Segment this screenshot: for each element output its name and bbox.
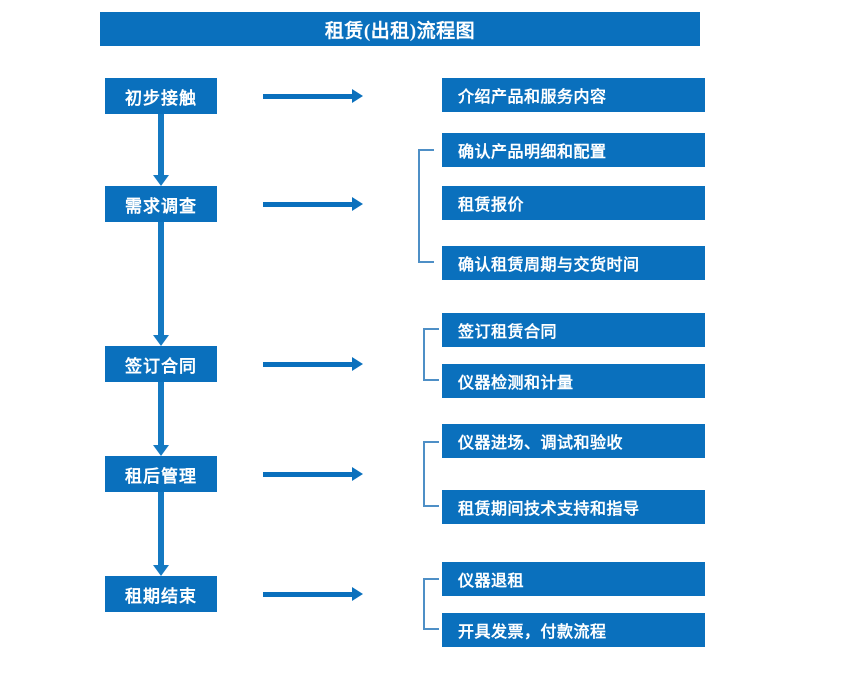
vertical-arrow-1	[153, 114, 169, 186]
horizontal-arrow-sign-contract	[263, 357, 363, 371]
diagram-title: 租赁(出租)流程图	[100, 12, 700, 46]
group-bracket-post-rental	[423, 441, 439, 507]
vertical-arrow-2	[153, 222, 169, 346]
task-box-return-instrument[interactable]: 仪器退租	[442, 562, 705, 596]
group-bracket-requirement-survey	[418, 149, 434, 263]
stage-box-sign-contract[interactable]: 签订合同	[105, 346, 217, 382]
stage-box-requirement-survey[interactable]: 需求调查	[105, 186, 217, 222]
stage-box-initial-contact[interactable]: 初步接触	[105, 78, 217, 114]
horizontal-arrow-initial-contact	[263, 89, 363, 103]
horizontal-arrow-requirement-survey	[263, 197, 363, 211]
task-box-instrument-test[interactable]: 仪器检测和计量	[442, 364, 705, 398]
task-box-tech-support[interactable]: 租赁期间技术支持和指导	[442, 490, 705, 524]
task-box-invoice-payment[interactable]: 开具发票，付款流程	[442, 613, 705, 647]
task-box-sign-lease[interactable]: 签订租赁合同	[442, 313, 705, 347]
group-bracket-lease-end	[423, 578, 439, 630]
vertical-arrow-3	[153, 382, 169, 456]
task-box-instrument-onsite[interactable]: 仪器进场、调试和验收	[442, 424, 705, 458]
horizontal-arrow-lease-end	[263, 587, 363, 601]
task-box-confirm-spec[interactable]: 确认产品明细和配置	[442, 133, 705, 167]
task-box-rental-quote[interactable]: 租赁报价	[442, 186, 705, 220]
vertical-arrow-4	[153, 492, 169, 576]
horizontal-arrow-post-rental	[263, 467, 363, 481]
task-box-intro-products[interactable]: 介绍产品和服务内容	[442, 78, 705, 112]
stage-box-post-rental-management[interactable]: 租后管理	[105, 456, 217, 492]
task-box-confirm-period[interactable]: 确认租赁周期与交货时间	[442, 246, 705, 280]
group-bracket-sign-contract	[423, 328, 439, 381]
stage-box-lease-end[interactable]: 租期结束	[105, 576, 217, 612]
